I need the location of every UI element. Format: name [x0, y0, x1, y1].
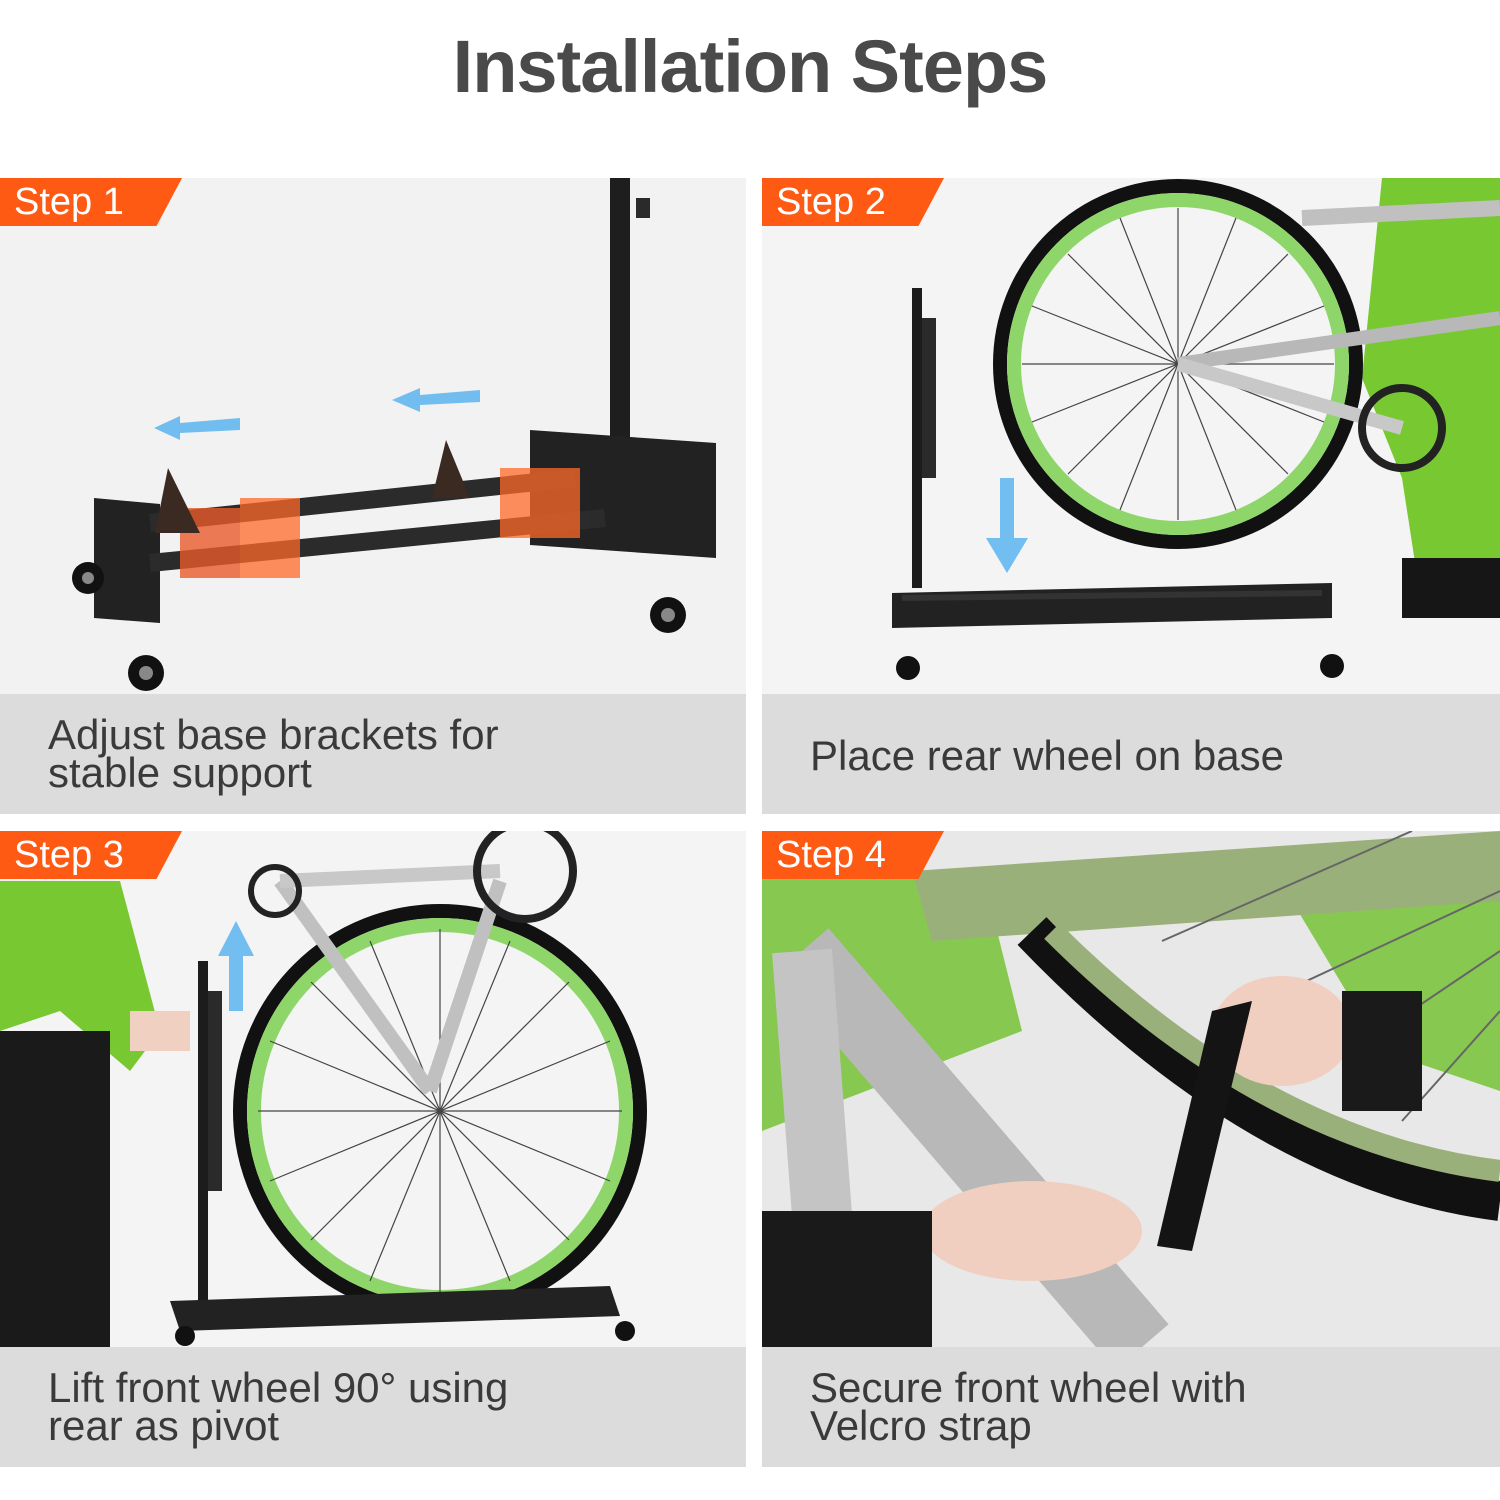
step-3-panel: Step 3 Lift front wheel 90° using rear a…: [0, 831, 746, 1467]
page-title: Installation Steps: [452, 25, 1049, 108]
step-1-caption-line-2: stable support: [48, 749, 312, 796]
step-3-caption-line-1: Lift front wheel 90° using: [48, 1364, 509, 1411]
step-1-badge: Step 1: [0, 178, 182, 226]
step-2-panel: Step 2 Place rear wheel on base: [762, 178, 1500, 814]
step-2-caption-text: Place rear wheel on base: [810, 732, 1480, 779]
step-4-panel: Step 4 Secure front wheel with Velcro st…: [762, 831, 1500, 1467]
step-1-caption-text: Adjust base brackets for stable support: [48, 711, 726, 796]
step-4-caption: Secure front wheel with Velcro strap: [762, 1347, 1500, 1467]
step-4-caption-line-1: Secure front wheel with: [810, 1364, 1247, 1411]
step-4-badge-label: Step 4: [776, 834, 886, 876]
step-4-caption-text: Secure front wheel with Velcro strap: [810, 1364, 1480, 1449]
step-2-caption-line-1: Place rear wheel on base: [810, 732, 1284, 779]
step-3-caption-text: Lift front wheel 90° using rear as pivot: [48, 1364, 726, 1449]
velcro-strap-illustration: [762, 831, 1500, 1347]
step-1-caption: Adjust base brackets for stable support: [0, 694, 746, 814]
step-1-badge-label: Step 1: [14, 181, 124, 223]
step-1-photo: Step 1: [0, 178, 746, 694]
step-2-badge: Step 2: [762, 178, 944, 226]
step-1-caption-line-1: Adjust base brackets for: [48, 711, 499, 758]
step-3-caption-line-2: rear as pivot: [48, 1402, 280, 1449]
step-2-photo: Step 2: [762, 178, 1500, 694]
step-4-badge: Step 4: [762, 831, 944, 879]
step-2-badge-label: Step 2: [776, 181, 886, 223]
step-3-photo: Step 3: [0, 831, 746, 1347]
step-3-caption: Lift front wheel 90° using rear as pivot: [0, 1347, 746, 1467]
step-2-caption: Place rear wheel on base: [762, 694, 1500, 814]
step-3-badge-label: Step 3: [14, 834, 124, 876]
stand-base-illustration: [0, 178, 746, 694]
lift-front-wheel-illustration: [0, 831, 746, 1347]
step-3-badge: Step 3: [0, 831, 182, 879]
step-1-panel: Step 1 Adjust base brackets for stable s…: [0, 178, 746, 814]
step-4-photo: Step 4: [762, 831, 1500, 1347]
rear-wheel-on-base-illustration: [762, 178, 1500, 694]
step-4-caption-line-2: Velcro strap: [810, 1402, 1032, 1449]
